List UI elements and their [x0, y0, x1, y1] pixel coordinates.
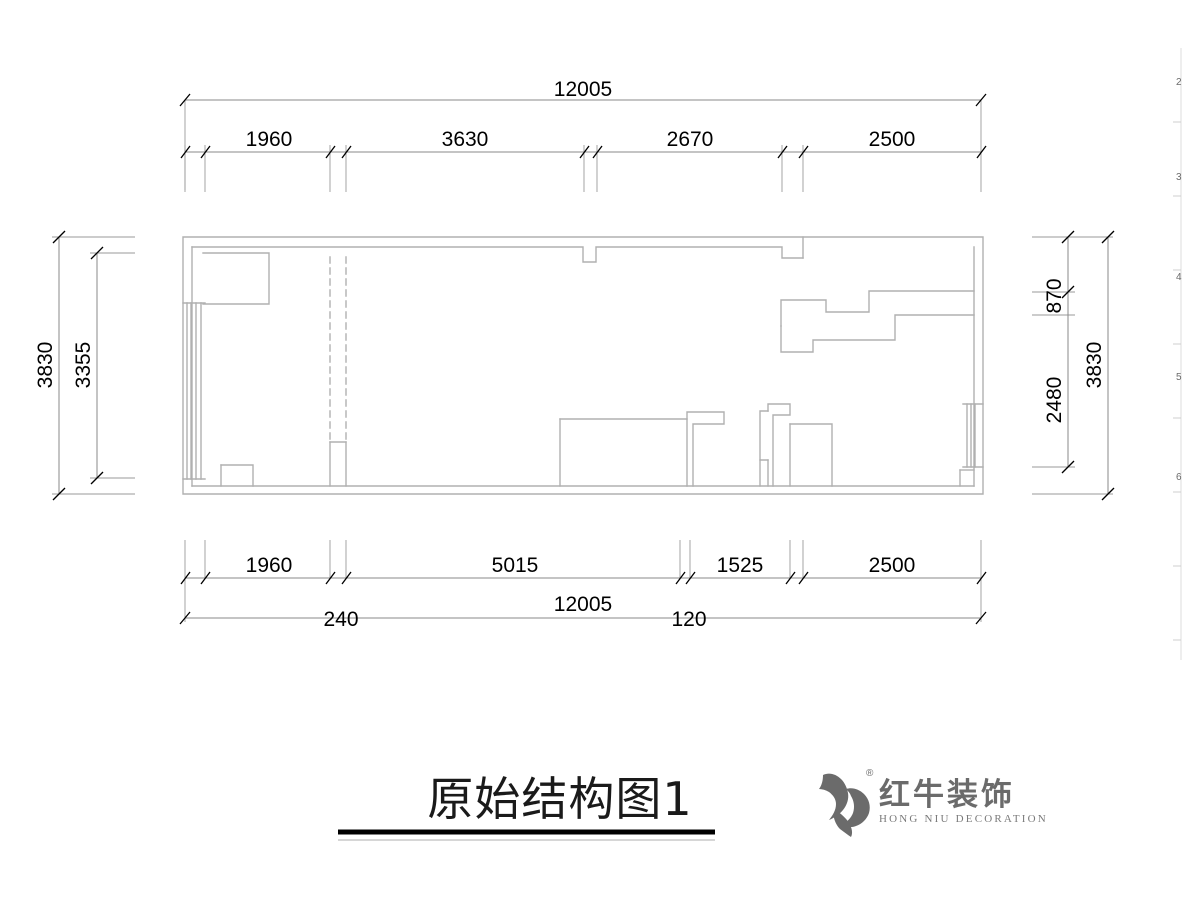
dim-left-outer: 3830: [34, 342, 57, 389]
inner-wall-face: [191, 246, 975, 487]
dim-bottom-seg-4: 2500: [869, 554, 916, 577]
top-extension-lines: [184, 100, 982, 192]
logo-english-name: HONG NIU DECORATION: [879, 813, 1048, 825]
outer-wall-outline: [182, 236, 984, 495]
title-block: 原始结构图1: [338, 772, 715, 841]
dim-bottom-overall: 12005: [554, 593, 612, 616]
svg-text:4: 4: [1176, 272, 1182, 283]
svg-text:3: 3: [1176, 172, 1182, 183]
top-overall-dim: 12005: [179, 78, 987, 107]
bottom-dimension-block: 1960 5015 1525 2500 12005 240 120: [179, 540, 987, 631]
dim-top-overall: 12005: [554, 78, 612, 101]
floor-plan-geometry: [182, 236, 984, 495]
top-chain-dim: 1960 3630 2670 2500: [180, 128, 987, 159]
right-chain-dim: 870 2480: [1043, 230, 1075, 474]
partition-dashed: [329, 256, 347, 443]
top-dimension-block: 12005 1960 3630 2670: [179, 78, 987, 192]
wall-step-mid-right: [686, 411, 725, 487]
window-left-wall: [182, 302, 206, 480]
dim-top-seg-1: 1960: [246, 128, 293, 151]
bottom-extension-lines: [184, 540, 982, 622]
dim-bottom-seg-3: 1525: [717, 554, 764, 577]
dim-right-outer: 3830: [1083, 342, 1106, 389]
top-wall-inner-face: [191, 236, 804, 263]
room-rect-mid: [559, 418, 688, 487]
dim-right-seg-2480: 2480: [1043, 377, 1066, 424]
structure-stepped-upper-right: [780, 290, 975, 353]
left-dimension-block: 3830 3355: [34, 230, 135, 501]
company-logo: ® 红牛装饰 HONG NIU DECORATION: [819, 768, 1048, 837]
dim-left-inner: 3355: [72, 342, 95, 389]
dim-top-seg-2: 3630: [442, 128, 489, 151]
bull-head-icon: [819, 773, 870, 837]
dim-note-120: 120: [671, 608, 706, 631]
right-dimension-block: 870 2480 3830: [1032, 230, 1115, 501]
bottom-overall-dim: 12005 240 120: [179, 593, 987, 631]
fixture-box-bottom-left: [220, 464, 254, 487]
window-right-wall: [962, 403, 984, 468]
bottom-chain-dim: 1960 5015 1525 2500: [180, 554, 987, 585]
svg-text:5: 5: [1176, 372, 1182, 383]
dim-bottom-seg-1: 1960: [246, 554, 293, 577]
dim-note-240: 240: [323, 608, 358, 631]
page-title: 原始结构图1: [427, 772, 692, 826]
room-box-upper-left: [202, 252, 270, 305]
wall-block-right: [789, 423, 833, 487]
partition-lower: [329, 441, 347, 487]
left-inner-dim: 3355: [72, 246, 104, 485]
svg-text:6: 6: [1176, 472, 1182, 483]
dim-right-seg-870: 870: [1043, 278, 1066, 313]
right-outer-dim: 3830: [1083, 230, 1115, 501]
dim-top-seg-3: 2670: [667, 128, 714, 151]
dim-top-seg-4: 2500: [869, 128, 916, 151]
right-edge-ruler: 2 3 4 5 6: [1173, 48, 1182, 660]
logo-chinese-name: 红牛装饰: [879, 777, 1015, 813]
left-outer-dim: 3830: [34, 230, 66, 501]
svg-text:2: 2: [1176, 77, 1182, 88]
registered-mark: ®: [866, 768, 874, 779]
dim-bottom-seg-2: 5015: [492, 554, 539, 577]
wall-step-cluster: [759, 403, 791, 487]
notch-bottom-right: [959, 469, 975, 487]
